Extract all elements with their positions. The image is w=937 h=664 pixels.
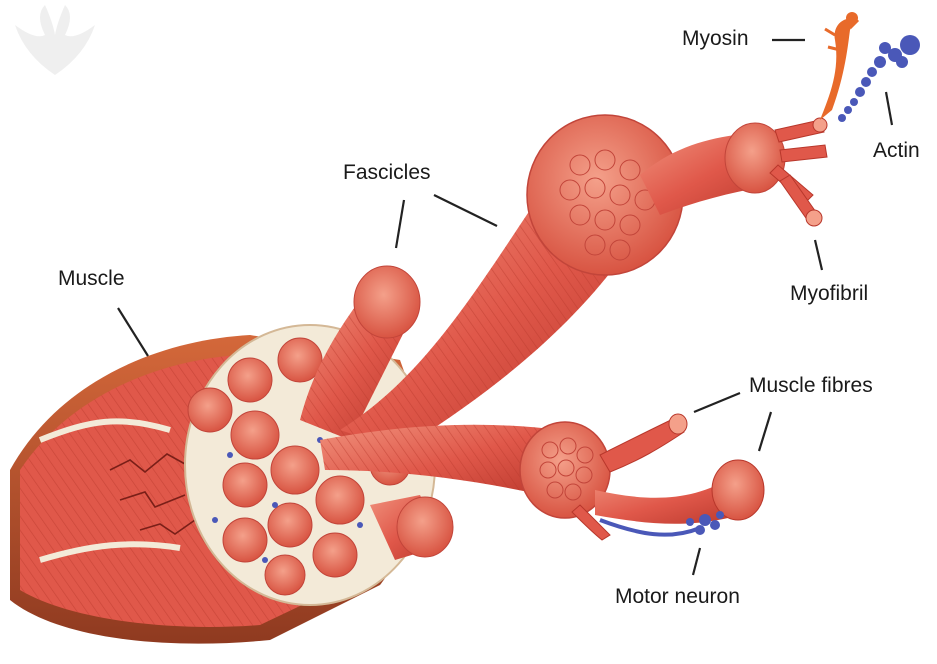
label-motor-neuron: Motor neuron xyxy=(615,586,740,607)
label-muscle: Muscle xyxy=(58,268,125,289)
leader-fascicles-b xyxy=(434,195,497,226)
muscle-fibre-upper xyxy=(640,123,785,215)
watermark-emblem xyxy=(15,5,95,75)
label-myofibril: Myofibril xyxy=(790,283,868,304)
leader-motor-neuron xyxy=(693,548,700,575)
leader-fibres-a xyxy=(694,393,740,412)
label-myosin: Myosin xyxy=(682,28,749,49)
leader-myofibril xyxy=(815,240,822,270)
leader-fascicles-a xyxy=(396,200,404,248)
leader-actin xyxy=(886,92,892,125)
label-actin: Actin xyxy=(873,140,920,161)
actin-filament xyxy=(838,35,920,122)
leader-fibres-b xyxy=(759,412,771,451)
label-muscle-fibres: Muscle fibres xyxy=(749,375,873,396)
label-fascicles: Fascicles xyxy=(343,162,431,183)
myofibrils xyxy=(770,118,827,226)
leader-muscle xyxy=(118,308,148,356)
